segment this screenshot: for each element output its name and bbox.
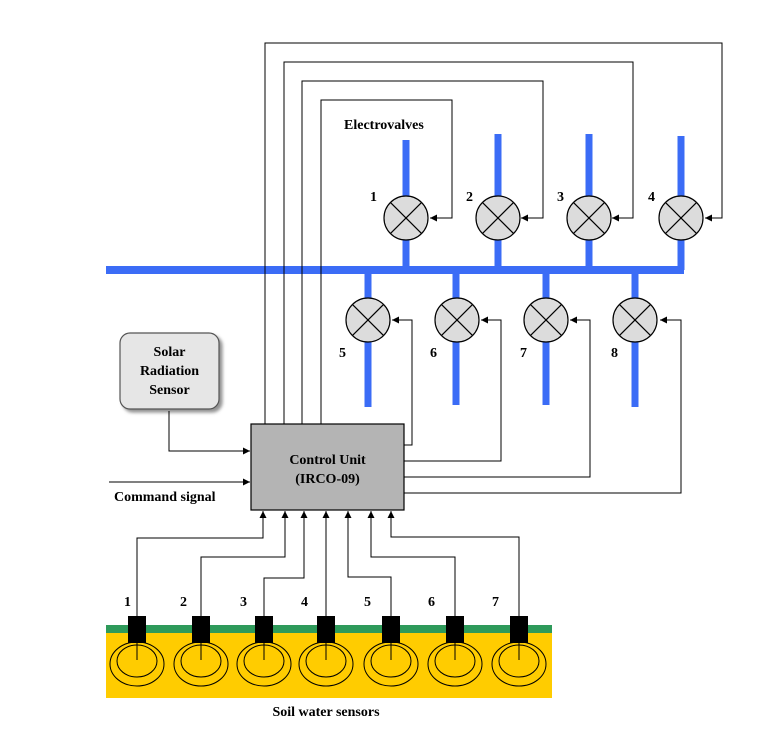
soil-sensor-6	[427, 616, 483, 687]
valve-number-3: 3	[557, 190, 564, 205]
solar-sensor-wire	[168, 411, 250, 455]
soil-sensor-number-1: 1	[124, 595, 131, 610]
control-unit-line-2: (IRCO-09)	[295, 472, 360, 487]
lower-valves	[345, 297, 658, 343]
upper-valve-control-wires	[264, 42, 723, 424]
valve-number-6: 6	[430, 346, 437, 361]
soil-water-sensors-label: Soil water sensors	[272, 705, 380, 720]
solar-sensor-line-1: Solar	[154, 345, 186, 360]
soil-sensor-4	[298, 616, 354, 687]
valve-7[interactable]	[523, 297, 569, 343]
valve-number-5: 5	[339, 346, 346, 361]
soil-sensor-1	[109, 616, 165, 687]
soil-sensors	[109, 616, 547, 687]
valve-number-4: 4	[648, 190, 655, 205]
valve-2[interactable]	[475, 195, 521, 241]
valve-8[interactable]	[612, 297, 658, 343]
soil-sensor-number-2: 2	[180, 595, 187, 610]
electrovalves-label: Electrovalves	[344, 118, 424, 133]
solar-sensor-line-2: Radiation	[140, 364, 199, 379]
valve-6[interactable]	[434, 297, 480, 343]
soil-sensor-7	[491, 616, 547, 687]
soil-sensor-number-3: 3	[240, 595, 247, 610]
soil-sensor-number-6: 6	[428, 595, 435, 610]
valve-number-2: 2	[466, 190, 473, 205]
control-unit: Control Unit (IRCO-09)	[250, 423, 405, 511]
upper-valves	[383, 195, 704, 241]
soil-sensor-wires	[136, 511, 520, 616]
valve-number-1: 1	[370, 190, 377, 205]
solar-sensor-line-3: Sensor	[149, 383, 189, 398]
soil-sensor-number-5: 5	[364, 595, 371, 610]
valve-3[interactable]	[566, 195, 612, 241]
soil-sensor-2	[173, 616, 229, 687]
command-signal-label: Command signal	[114, 490, 216, 505]
soil-sensor-number-4: 4	[301, 595, 308, 610]
valve-number-7: 7	[520, 346, 527, 361]
soil-sensor-number-7: 7	[492, 595, 499, 610]
control-unit-line-1: Control Unit	[289, 453, 366, 468]
valve-number-8: 8	[611, 346, 618, 361]
valve-5[interactable]	[345, 297, 391, 343]
solar-radiation-sensor: Solar Radiation Sensor	[119, 332, 220, 410]
soil-sensor-3	[236, 616, 292, 687]
valve-4[interactable]	[658, 195, 704, 241]
valve-1[interactable]	[383, 195, 429, 241]
soil-sensor-5	[363, 616, 419, 687]
lower-valve-control-wires	[392, 316, 682, 494]
